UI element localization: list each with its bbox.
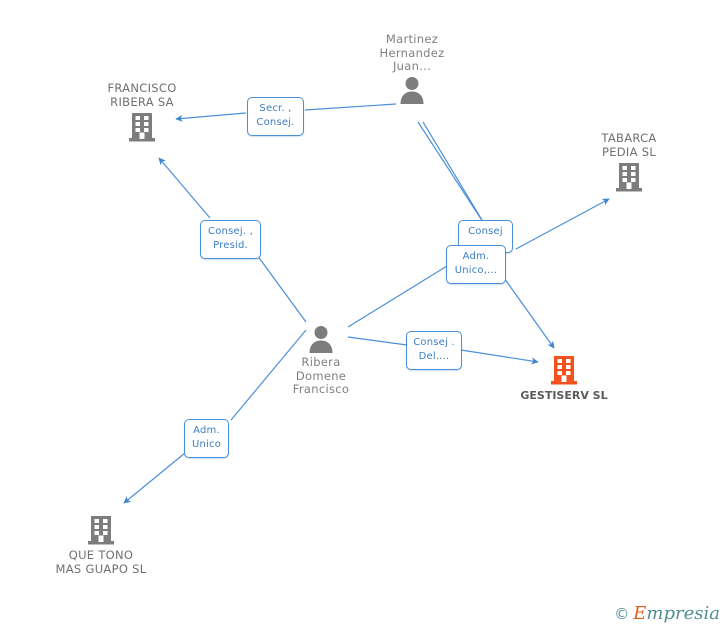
company-building-icon bbox=[77, 111, 207, 143]
person-avatar-icon bbox=[256, 325, 386, 353]
company-building-icon bbox=[499, 354, 629, 386]
edge-label-secr-consej[interactable]: Secr. , Consej. bbox=[247, 97, 304, 136]
node-francisco-ribera-sa[interactable]: FRANCISCO RIBERA SA bbox=[77, 81, 207, 143]
person-avatar-icon bbox=[347, 76, 477, 104]
edge-line-martinez-chip-consejdel bbox=[417, 121, 484, 223]
node-label: FRANCISCO RIBERA SA bbox=[107, 81, 177, 109]
edge-label-consej-del-bottom[interactable]: Consej . Del.... bbox=[406, 331, 462, 370]
edge-line-ribera-chip-admunico-top bbox=[347, 265, 448, 328]
node-label: GESTISERV SL bbox=[520, 389, 608, 402]
edge-label-consej-presid[interactable]: Consej. , Presid. bbox=[200, 220, 261, 259]
node-label: QUE TONO MAS GUAPO SL bbox=[55, 548, 147, 576]
brand-initial: E bbox=[633, 603, 647, 624]
edge-label-adm-unico[interactable]: Adm. Unico bbox=[184, 419, 229, 458]
edge-label-adm-unico-dots[interactable]: Adm. Unico,... bbox=[446, 245, 506, 284]
edge-line-chip-admunico-gestiserv bbox=[496, 267, 555, 349]
edge-line-chip-secr-francisco bbox=[175, 112, 247, 123]
node-gestiserv-sl[interactable]: GESTISERV SL bbox=[499, 354, 629, 403]
edge-line-ribera-chip-admunico2 bbox=[230, 329, 307, 421]
company-building-icon bbox=[564, 161, 694, 193]
node-label: TABARCA PEDIA SL bbox=[601, 131, 657, 159]
brand-rest: mpresia bbox=[646, 603, 720, 624]
node-martinez-hernandez-juan[interactable]: Martinez Hernandez Juan... bbox=[347, 32, 477, 104]
edge-line-chip-consejdel-tabarca bbox=[515, 198, 610, 250]
node-label: Ribera Domene Francisco bbox=[292, 355, 350, 396]
node-tabarca-pedia-sl[interactable]: TABARCA PEDIA SL bbox=[564, 131, 694, 193]
edge-line-chip-consejpresid-francisco bbox=[158, 157, 211, 219]
brand-wordmark: Empresia bbox=[633, 604, 720, 624]
node-ribera-domene-francisco[interactable]: Ribera Domene Francisco bbox=[256, 325, 386, 397]
company-building-icon bbox=[36, 514, 166, 546]
edge-line-chip-consejdelbottom-gestiserv bbox=[460, 349, 539, 365]
node-label: Martinez Hernandez Juan... bbox=[379, 32, 445, 73]
copyright-icon: © bbox=[614, 605, 630, 623]
empresia-watermark: © Empresia bbox=[614, 604, 720, 624]
edge-line-martinez-chip-secr bbox=[304, 103, 397, 111]
edge-line-ribera-chip-consejdelbottom bbox=[347, 336, 408, 346]
edge-line-chip-admunico2-quetono bbox=[123, 452, 186, 504]
edge-line-ribera-chip-consejpresid bbox=[256, 254, 307, 323]
node-que-tono-mas-guapo-sl[interactable]: QUE TONO MAS GUAPO SL bbox=[36, 514, 166, 576]
